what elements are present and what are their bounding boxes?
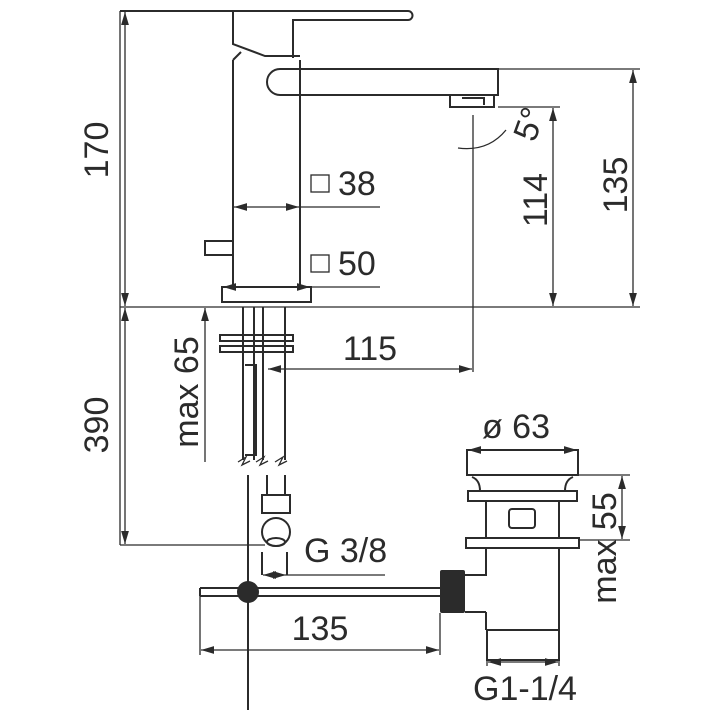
dimension-lines	[119, 11, 640, 666]
dim-base-width: 50	[338, 245, 376, 283]
aerator	[449, 95, 495, 108]
pop-up-drain	[465, 449, 580, 661]
square-symbol-icon	[310, 174, 330, 193]
faucet-body	[120, 10, 499, 303]
dim-total-height: 170	[78, 122, 116, 179]
drain-nut	[440, 570, 465, 613]
dim-outlet-height: 114	[517, 173, 555, 227]
dim-pull-rod-length: 135	[292, 610, 349, 648]
dim-body-width: 38	[338, 165, 376, 203]
base-plate	[221, 286, 312, 303]
dim-hose-length: 390	[78, 397, 116, 454]
dim-spout-reach: 115	[343, 330, 397, 368]
spout	[266, 68, 499, 96]
hose-nut	[261, 494, 291, 514]
square-symbol-icon	[310, 254, 330, 273]
rod-joint-ball	[237, 581, 259, 603]
dim-drain-thread: G1-1/4	[473, 670, 577, 708]
dim-drain-max-thickness: max 55	[586, 492, 624, 604]
dim-supply-thread: G 3/8	[304, 532, 387, 570]
dim-drain-diameter: ø 63	[482, 408, 550, 446]
dim-spout-angle: 5°	[506, 102, 553, 146]
pull-rod	[199, 570, 465, 613]
lift-rod-knob	[204, 240, 234, 256]
fixing-set	[219, 307, 294, 710]
dim-spout-height: 135	[597, 157, 635, 214]
dim-max-deck-thickness: max 65	[168, 336, 206, 448]
